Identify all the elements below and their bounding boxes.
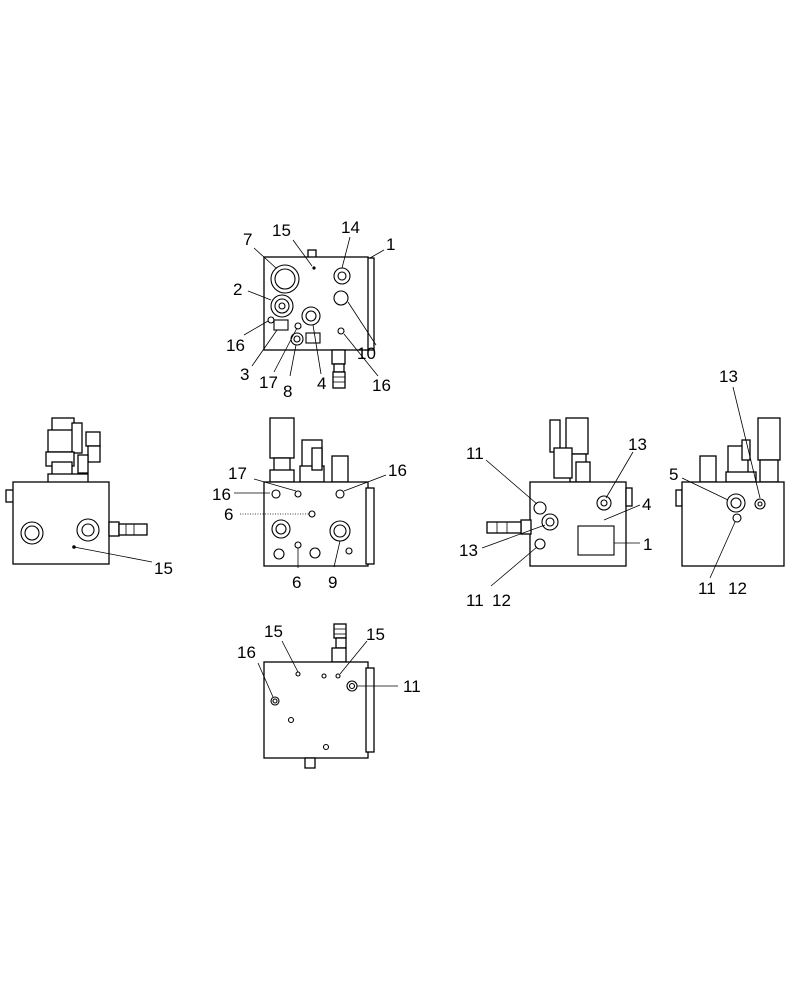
callout-3: 3 xyxy=(240,365,249,384)
bottom-view xyxy=(257,623,398,769)
callout-11: 11 xyxy=(466,591,484,610)
callout-13: 13 xyxy=(719,367,738,386)
cartridge-3 xyxy=(273,319,289,331)
front-view xyxy=(234,417,387,568)
callout-11: 11 xyxy=(403,677,421,696)
callout-16: 16 xyxy=(212,485,231,504)
callout-6: 6 xyxy=(292,573,301,592)
callout-8: 8 xyxy=(283,382,292,401)
far-right-manifold-block xyxy=(681,481,785,567)
callout-7: 7 xyxy=(243,230,252,249)
far-right-view xyxy=(675,386,785,579)
callout-1: 1 xyxy=(386,235,395,254)
callout-4: 4 xyxy=(317,374,326,393)
port-10 xyxy=(333,290,349,306)
callout-16: 16 xyxy=(226,336,245,355)
callout-16: 16 xyxy=(237,643,256,662)
callout-12: 12 xyxy=(728,579,747,598)
callout-14: 14 xyxy=(341,218,360,237)
callout-5: 5 xyxy=(669,465,678,484)
port-16 xyxy=(337,327,345,335)
port-5 xyxy=(726,493,746,513)
callout-15: 15 xyxy=(264,622,283,641)
valve-2 xyxy=(270,294,294,318)
callout-4: 4 xyxy=(642,495,651,514)
label-plate-1 xyxy=(577,525,615,556)
left-view xyxy=(5,417,153,565)
callout-10: 10 xyxy=(357,344,376,363)
port-7 xyxy=(270,264,300,294)
callout-15: 15 xyxy=(154,559,173,578)
right-view xyxy=(481,417,641,587)
callout-1: 1 xyxy=(643,535,652,554)
callout-6: 6 xyxy=(224,505,233,524)
callout-17: 17 xyxy=(259,373,278,392)
callout-16: 16 xyxy=(388,461,407,480)
callout-11: 11 xyxy=(466,444,484,463)
callout-2: 2 xyxy=(233,280,242,299)
port-17 xyxy=(294,322,302,330)
callout-9: 9 xyxy=(328,573,337,592)
callout-12: 12 xyxy=(492,591,511,610)
top-view xyxy=(243,236,385,389)
callout-11: 11 xyxy=(698,579,716,598)
callout-15: 15 xyxy=(366,625,385,644)
bottom-manifold-block xyxy=(263,661,369,759)
valve-4 xyxy=(301,306,321,326)
callout-13: 13 xyxy=(628,435,647,454)
callout-17: 17 xyxy=(228,464,247,483)
callout-13: 13 xyxy=(459,541,478,560)
callout-15: 15 xyxy=(272,221,291,240)
callout-16: 16 xyxy=(372,376,391,395)
